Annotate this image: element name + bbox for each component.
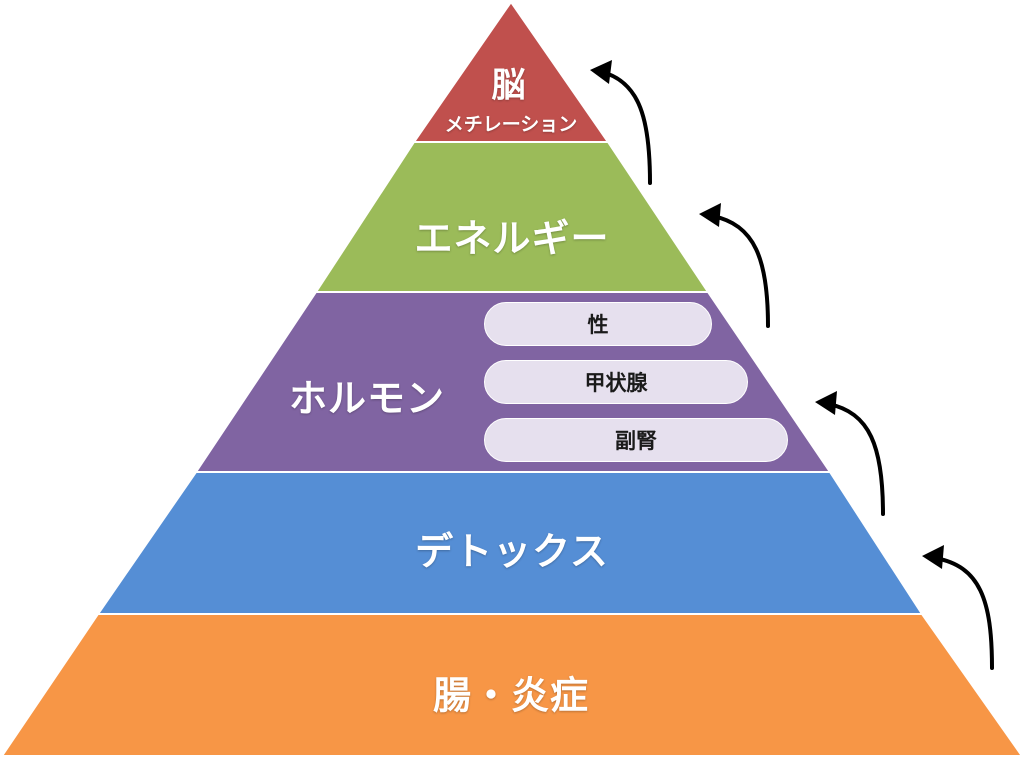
- hormone-subitem-adrenal: 副腎: [484, 418, 788, 462]
- hormone-subitem-sex: 性: [484, 302, 712, 346]
- tier-label-brain: 脳: [491, 65, 527, 106]
- tier-label-gut: 腸・炎症: [432, 673, 590, 718]
- hormone-subitem-thyroid: 甲状腺: [484, 360, 748, 404]
- arrowhead-icon: [699, 203, 721, 227]
- arrow-up-icon: [710, 214, 770, 328]
- arrowhead-icon: [590, 60, 612, 84]
- tier-label-energy: エネルギー: [414, 216, 610, 261]
- arrowhead-icon: [922, 545, 944, 569]
- arrow-up-icon: [600, 70, 652, 185]
- tier-label-detox: デトックス: [415, 529, 609, 574]
- arrow-up-icon: [933, 556, 994, 670]
- tier-sublabel-brain: メチレーション: [444, 113, 578, 136]
- tier-gut: [0, 613, 1024, 757]
- arrow-up-icon: [826, 402, 885, 516]
- tier-label-hormone: ホルモン: [288, 376, 446, 421]
- arrowhead-icon: [815, 391, 837, 415]
